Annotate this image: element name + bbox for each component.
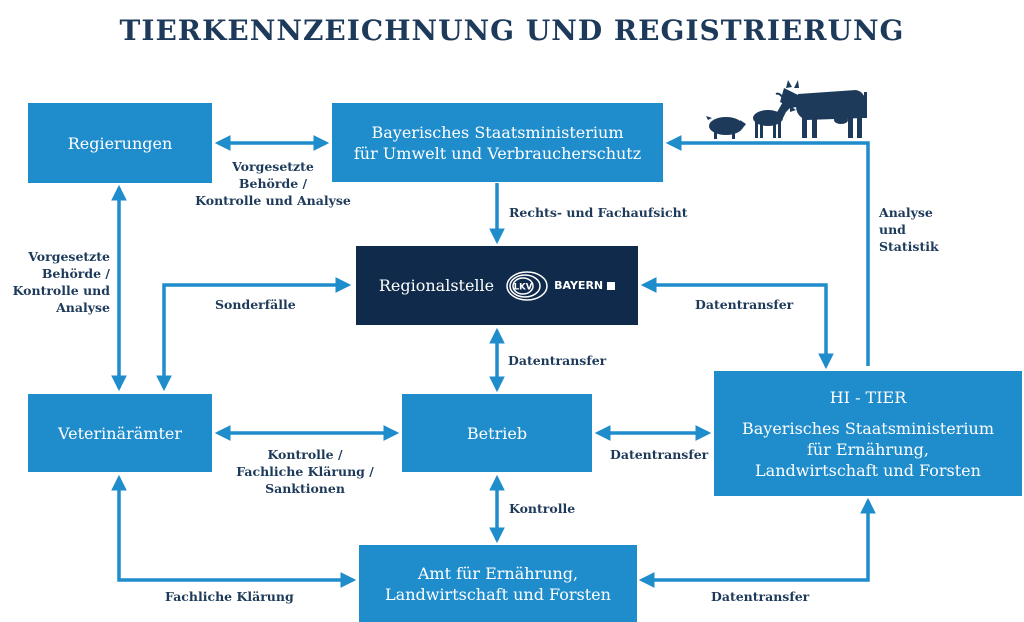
lkv-logo-mark: LKV [514, 282, 533, 292]
arrow-hitier-ministerium [665, 135, 870, 366]
box-betrieb: Betrieb [402, 394, 592, 472]
animals-illustration [706, 80, 867, 139]
label-line: Behörde / [41, 266, 110, 281]
betrieb-label: Betrieb [466, 423, 528, 443]
label-line: Kontrolle / [267, 447, 343, 462]
label-line: Behörde / [238, 176, 308, 191]
amt-line2: Landwirtschaft und Forsten [385, 584, 611, 604]
cow-icon [780, 80, 867, 138]
hitier-line3: für Ernährung, [806, 439, 930, 459]
hitier-line4: Landwirtschaft und Forsten [755, 460, 981, 480]
box-regionalstelle: Regionalstelle LKV BAYERN [356, 246, 638, 325]
amt-line1: Amt für Ernährung, [417, 563, 579, 583]
label-line: und [879, 222, 906, 237]
label-datentransfer-bottom: Datentransfer [711, 589, 810, 604]
label-sonderfaelle: Sonderfälle [215, 297, 296, 312]
label-line: Vorgesetzte [232, 159, 314, 174]
label-line: Sanktionen [265, 481, 345, 496]
arrow-sonderfaelle [156, 277, 352, 392]
box-regierungen-label: Regierungen [67, 133, 173, 153]
ministerium-umwelt-line1: Bayerisches Staatsministerium [371, 122, 624, 142]
label-line: Kontrolle und Analyse [195, 193, 351, 208]
logo-square-icon [607, 281, 616, 290]
arrow-veterinaer-amt [111, 474, 357, 588]
label-kontrolle-klaerung: Kontrolle / Fachliche Klärung / Sanktion… [220, 446, 390, 497]
label-line: Kontrolle und [12, 283, 110, 298]
hitier-line2: Bayerisches Staatsministerium [742, 418, 994, 438]
label-kontrolle-down: Kontrolle [509, 501, 576, 516]
arrow-amt-hitier [638, 497, 876, 588]
label-analyse-statistik: Analyse und Statistik [879, 204, 939, 255]
page-title: TIERKENNZEICHNUNG UND REGISTRIERUNG [119, 14, 905, 47]
label-fachliche-klaerung: Fachliche Klärung [165, 589, 294, 604]
label-datentransfer-betrieb-up: Datentransfer [508, 353, 607, 368]
label-datentransfer-betrieb-hitier: Datentransfer [610, 447, 709, 462]
label-line: Statistik [879, 239, 939, 254]
label-datentransfer-regional: Datentransfer [695, 297, 794, 312]
box-amt: Amt für Ernährung, Landwirtschaft und Fo… [359, 545, 637, 622]
hitier-line1: HI - TIER [829, 387, 907, 407]
pig-icon [706, 116, 746, 139]
box-veterinaeraemter: Veterinärämter [28, 394, 212, 472]
label-vorgesetzte-top: Vorgesetzte Behörde / Kontrolle und Anal… [188, 158, 358, 209]
label-line: Analyse [56, 300, 110, 315]
regionalstelle-label: Regionalstelle [378, 276, 495, 295]
lkv-logo-icon: LKV [506, 270, 548, 301]
box-hitier: HI - TIER Bayerisches Staatsministerium … [714, 371, 1022, 496]
veterinaeraemter-label: Veterinärämter [58, 423, 182, 443]
label-rechtsaufsicht: Rechts- und Fachaufsicht [509, 205, 688, 220]
arrow-regionalstelle-hitier [640, 277, 834, 370]
lkv-logo-text: BAYERN [554, 279, 604, 292]
label-vorgesetzte-left: Vorgesetzte Behörde / Kontrolle und Anal… [0, 248, 110, 316]
box-ministerium-umwelt: Bayerisches Staatsministerium für Umwelt… [332, 103, 663, 182]
label-line: Analyse [879, 205, 933, 220]
label-line: Vorgesetzte [28, 249, 110, 264]
label-line: Fachliche Klärung / [236, 464, 374, 479]
lkv-bayern-logo: LKV BAYERN [504, 270, 616, 302]
box-regierungen: Regierungen [28, 103, 212, 183]
ministerium-umwelt-line2: für Umwelt und Verbraucherschutz [353, 143, 642, 163]
